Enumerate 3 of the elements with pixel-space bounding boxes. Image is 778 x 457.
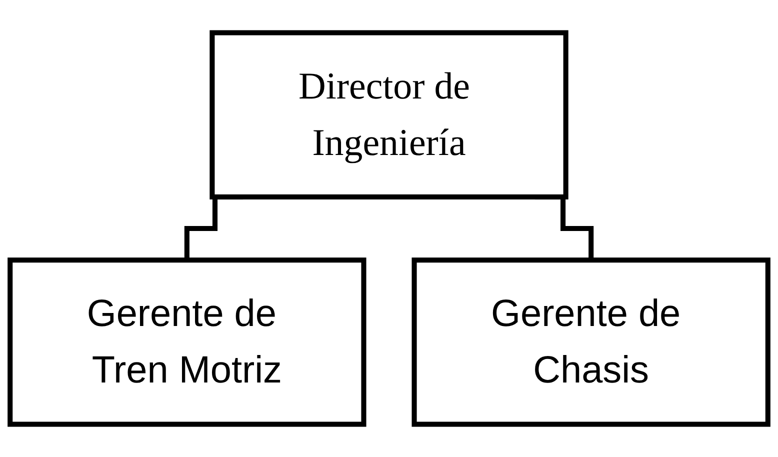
node-box: Director de Ingeniería	[210, 30, 568, 200]
node-box: Gerente de Tren Motriz	[8, 258, 366, 427]
node-box: Gerente de Chasis	[412, 258, 770, 427]
